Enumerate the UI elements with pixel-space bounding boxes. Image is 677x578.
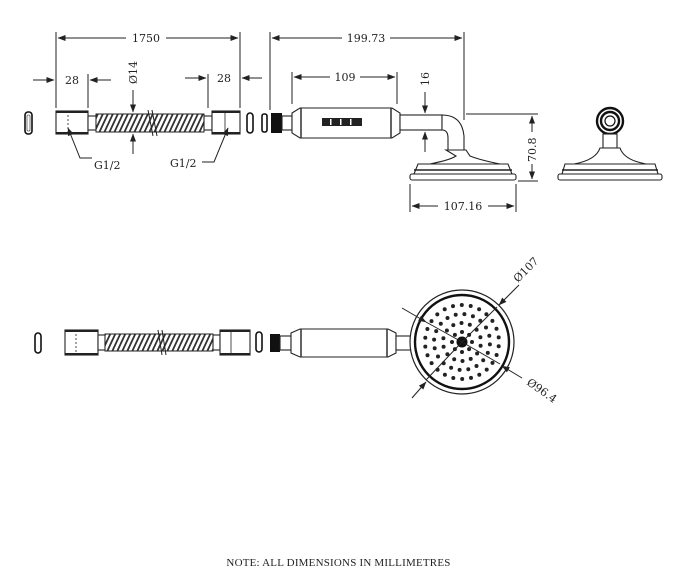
dim-handset-length: 199.73 <box>347 32 386 45</box>
nozzle-hole <box>438 321 443 326</box>
nozzle-hole <box>496 335 501 340</box>
nozzle-hole <box>442 372 447 377</box>
nozzle-hole <box>467 322 472 327</box>
dim-handle-length: 109 <box>335 71 356 84</box>
nozzle-hole <box>467 347 472 352</box>
nozzle-hole <box>423 335 428 340</box>
shower-head-face-view: Ø107 Ø96.4 <box>401 255 559 406</box>
nozzle-hole <box>460 330 464 334</box>
nozzle-hole <box>468 304 473 308</box>
washer-right <box>246 112 254 134</box>
nozzle-hole <box>487 333 492 338</box>
handset-end-view <box>557 106 663 181</box>
nozzle-hole <box>441 336 446 341</box>
dim-hose-end-left: 28 <box>65 74 79 87</box>
nozzle-hole <box>478 335 483 340</box>
nozzle-hole <box>442 307 447 312</box>
assembly-plan-view <box>34 328 413 358</box>
nozzle-hole <box>432 346 437 351</box>
nozzle-hole <box>466 367 471 372</box>
nozzle-hole <box>478 343 483 348</box>
hose-nut-right <box>211 110 241 135</box>
nozzle-hole <box>462 312 467 317</box>
dim-stem-diameter: 16 <box>419 72 432 86</box>
nozzle-hole <box>451 376 456 380</box>
nozzle-hole <box>494 326 499 331</box>
nozzle-hole <box>449 365 454 370</box>
hose-nut-left <box>55 110 89 135</box>
nozzle-hole <box>453 312 458 317</box>
nozzle-hole <box>484 325 488 330</box>
nozzle-hole <box>474 364 479 368</box>
nozzle-hole <box>429 319 434 324</box>
nozzle-hole <box>460 350 464 354</box>
nozzle-hole <box>457 367 462 372</box>
nozzle-hole <box>470 340 474 344</box>
nozzle-hole <box>475 351 480 356</box>
nozzle-hole <box>450 340 454 344</box>
hose-side-view: 1750 28 28 Ø14 G1/2 G1/2 <box>24 32 262 172</box>
nozzle-hole <box>423 344 428 349</box>
nozzle-hole <box>459 321 464 325</box>
nozzle-hole <box>478 318 483 323</box>
nozzle-hole <box>451 304 455 309</box>
nozzle-hole <box>468 356 473 361</box>
nozzle-hole <box>460 359 465 363</box>
dim-face-diameter: Ø96.4 <box>524 376 559 406</box>
nozzle-hole <box>470 314 475 319</box>
handle-logo <box>322 118 362 126</box>
nozzle-hole <box>434 329 439 334</box>
thread-label-right: G1/2 <box>170 157 197 170</box>
nozzle-hole <box>451 323 456 328</box>
nozzle-hole <box>460 377 465 381</box>
nozzle-hole <box>477 307 482 312</box>
thread-connector <box>271 113 282 133</box>
nozzle-array <box>423 303 501 381</box>
nozzle-hole <box>459 303 464 307</box>
nozzle-hole <box>494 353 499 357</box>
nozzle-hole <box>477 372 482 377</box>
nozzle-hole <box>487 342 492 347</box>
handset-side-view: 199.73 109 16 70.8 107.16 <box>261 32 539 213</box>
nozzle-hole <box>452 357 457 362</box>
nozzle-hole <box>496 344 501 349</box>
dim-hose-diameter: Ø14 <box>127 61 140 84</box>
nozzle-hole <box>490 360 495 365</box>
nozzle-hole <box>445 352 450 357</box>
nozzle-hole <box>484 367 489 372</box>
dimension-note: NOTE: ALL DIMENSIONS IN MILLIMETRES <box>226 557 451 569</box>
dim-head-width: 107.16 <box>444 200 483 213</box>
nozzle-hole <box>435 312 440 317</box>
thread-label-left: G1/2 <box>94 159 121 172</box>
nozzle-hole <box>444 328 449 333</box>
dim-hose-length: 1750 <box>132 32 160 45</box>
nozzle-hole <box>484 312 489 317</box>
dim-outer-diameter: Ø107 <box>511 255 541 285</box>
nozzle-hole <box>445 316 450 320</box>
dim-handset-height: 70.8 <box>526 138 539 163</box>
nozzle-hole <box>490 318 495 323</box>
nozzle-hole <box>469 375 473 380</box>
nozzle-hole <box>485 350 490 355</box>
dim-hose-end-right: 28 <box>217 72 231 85</box>
nozzle-hole <box>441 344 446 349</box>
nozzle-hole <box>425 353 430 358</box>
nozzle-hole <box>436 354 440 359</box>
nozzle-hole <box>429 361 434 366</box>
nozzle-hole <box>425 327 430 331</box>
nozzle-hole <box>452 332 457 337</box>
nozzle-hole <box>432 337 437 342</box>
nozzle-hole <box>481 358 486 363</box>
